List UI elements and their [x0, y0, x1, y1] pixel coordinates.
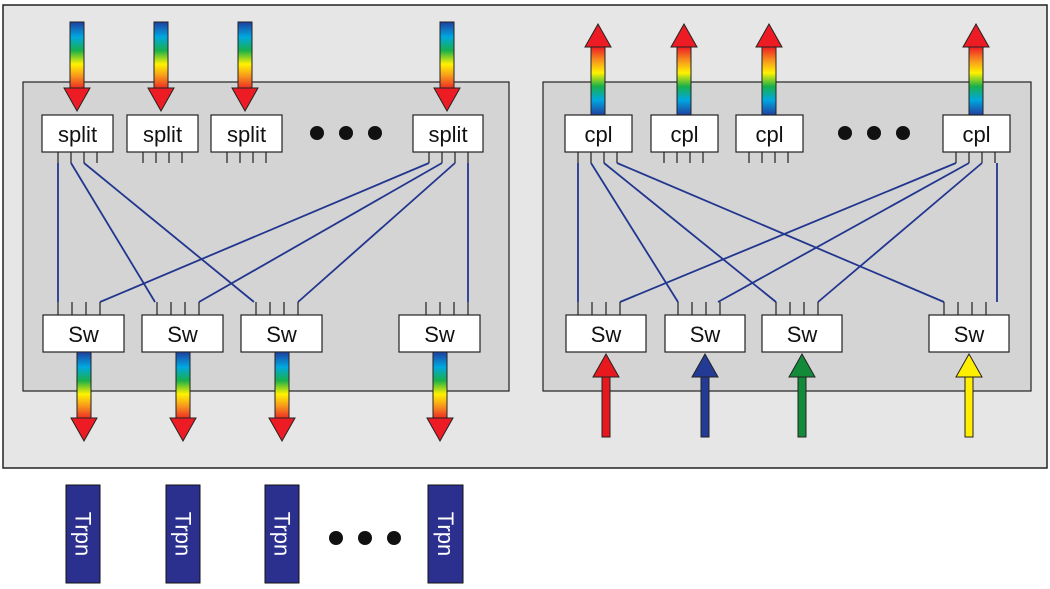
transponder-label: Trpn	[171, 512, 196, 556]
split-interconnect-lines	[57, 162, 469, 303]
green-arrow-icon	[788, 352, 816, 438]
spectrum-arrow-icon	[584, 22, 612, 116]
split-label: split	[227, 122, 266, 147]
switch-label: Sw	[167, 322, 198, 347]
split-label: split	[143, 122, 182, 147]
split-panel: split split split split	[22, 21, 510, 443]
split-box: split	[412, 114, 484, 163]
combine-panel: cpl cpl cpl cpl	[542, 22, 1032, 438]
transponder-box: Trpn	[165, 484, 201, 584]
spectrum-arrow-icon	[70, 351, 98, 443]
coupler-box: cpl	[735, 114, 804, 163]
switch-label: Sw	[954, 322, 985, 347]
transponder-box: Trpn	[65, 484, 101, 584]
spectrum-arrow-icon	[147, 21, 175, 113]
coupler-label: cpl	[670, 122, 698, 147]
transponder-label: Trpn	[433, 512, 458, 556]
transponder-label: Trpn	[270, 512, 295, 556]
switch-box: Sw	[398, 302, 481, 353]
split-box: split	[41, 114, 114, 163]
blue-arrow-icon	[691, 352, 719, 438]
switch-label: Sw	[787, 322, 818, 347]
spectrum-arrow-icon	[426, 351, 454, 443]
spectrum-arrow-icon	[962, 22, 990, 116]
transponder-row: Trpn Trpn Trpn Trpn	[65, 484, 464, 584]
switch-box: Sw	[42, 302, 125, 353]
ellipsis-icon	[310, 126, 382, 140]
switch-label: Sw	[68, 322, 99, 347]
spectrum-arrow-icon	[268, 351, 296, 443]
red-arrow-icon	[592, 352, 620, 438]
switch-box: Sw	[565, 302, 647, 353]
ellipsis-icon	[838, 126, 910, 140]
transponder-label: Trpn	[71, 512, 96, 556]
transponder-box: Trpn	[264, 484, 300, 584]
coupler-box: cpl	[564, 114, 633, 163]
switch-label: Sw	[266, 322, 297, 347]
coupler-label: cpl	[584, 122, 612, 147]
split-box: split	[210, 114, 283, 163]
coupler-label: cpl	[755, 122, 783, 147]
combine-input-arrows	[592, 352, 983, 438]
switch-box: Sw	[664, 302, 746, 353]
switch-box: Sw	[761, 302, 843, 353]
coupler-box: cpl	[650, 114, 719, 163]
spectrum-arrow-icon	[755, 22, 783, 116]
spectrum-arrow-icon	[169, 351, 197, 443]
transponder-box: Trpn	[427, 484, 464, 584]
combine-interconnect-lines	[577, 162, 998, 303]
split-label: split	[58, 122, 97, 147]
switch-box: Sw	[928, 302, 1010, 353]
coupler-label: cpl	[962, 122, 990, 147]
switch-box: Sw	[141, 302, 224, 353]
split-input-arrows	[63, 21, 461, 113]
split-output-arrows	[70, 351, 454, 443]
split-box: split	[126, 114, 199, 163]
switch-label: Sw	[690, 322, 721, 347]
yellow-arrow-icon	[955, 352, 983, 438]
ellipsis-icon	[329, 531, 401, 545]
switch-label: Sw	[591, 322, 622, 347]
coupler-box: cpl	[942, 114, 1011, 163]
spectrum-arrow-icon	[231, 21, 259, 113]
spectrum-arrow-icon	[433, 21, 461, 113]
switch-label: Sw	[424, 322, 455, 347]
switch-box: Sw	[240, 302, 323, 353]
combine-output-arrows	[584, 22, 990, 116]
spectrum-arrow-icon	[63, 21, 91, 113]
split-label: split	[428, 122, 467, 147]
